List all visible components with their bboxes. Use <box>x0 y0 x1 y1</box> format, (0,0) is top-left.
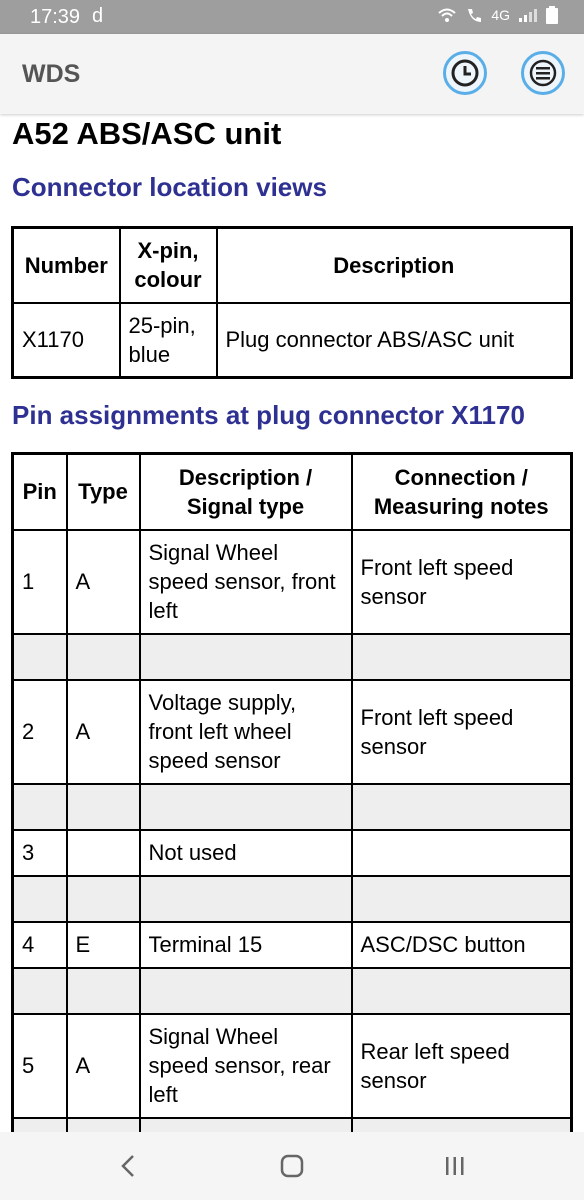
table-cell: 2 <box>11 678 68 785</box>
status-icons: 4G <box>437 6 558 24</box>
wifi-icon <box>438 8 456 22</box>
table-cell: Signal Wheel speed sensor, rear left <box>138 1012 353 1119</box>
back-icon <box>121 1155 134 1177</box>
clock-icon <box>451 59 479 87</box>
table-row: 1 A Signal Wheel speed sensor, front lef… <box>11 528 573 635</box>
table-cell: Not used <box>138 828 353 877</box>
table-row: X1170 25-pin, blue Plug connector ABS/AS… <box>11 301 573 379</box>
table-cell: A <box>65 528 141 635</box>
column-header: X-pin, colour <box>118 226 218 304</box>
status-time: 17:39 <box>30 6 81 28</box>
menu-button[interactable] <box>521 51 565 95</box>
table-cell: Rear left speed sensor <box>350 1012 573 1119</box>
history-button[interactable] <box>443 51 487 95</box>
table-cell: Plug connector ABS/ASC unit <box>215 301 573 379</box>
table-cell: ASC/DSC button <box>350 920 573 969</box>
section-heading-pin-assignments: Pin assignments at plug connector X1170 <box>12 400 525 430</box>
table-row: 4 E Terminal 15 ASC/DSC button <box>11 920 573 969</box>
navigation-bar <box>0 1132 584 1200</box>
pin-table: Pin Type Description / Signal type Conne… <box>11 452 573 1132</box>
call-icon <box>468 9 482 22</box>
content-area[interactable]: A52 ABS/ASC unit Connector location view… <box>0 114 584 1132</box>
table-header-row: Pin Type Description / Signal type Conne… <box>11 452 573 531</box>
home-button[interactable] <box>278 1150 306 1187</box>
app-title: WDS <box>22 60 81 88</box>
table-cell: A <box>65 1012 141 1119</box>
table-row: 3 Not used <box>11 828 573 877</box>
signal-icon <box>519 9 537 22</box>
hamburger-menu-icon <box>529 59 557 87</box>
app-bar: WDS <box>0 34 584 114</box>
table-cell: 25-pin, blue <box>118 301 218 379</box>
column-header: Connection / Measuring notes <box>350 452 573 531</box>
connector-table: Number X-pin, colour Description X1170 2… <box>11 226 573 379</box>
status-carrier: d <box>92 5 104 27</box>
table-cell: 1 <box>11 528 68 635</box>
table-cell: 5 <box>11 1012 68 1119</box>
column-header: Type <box>65 452 141 531</box>
column-header: Pin <box>11 452 68 531</box>
table-cell: 4 <box>11 920 68 969</box>
column-header: Number <box>11 226 121 304</box>
table-cell: Front left speed sensor <box>350 528 573 635</box>
table-cell: A <box>65 678 141 785</box>
home-icon <box>280 1154 304 1178</box>
table-cell <box>350 828 573 877</box>
recents-button[interactable] <box>441 1150 469 1187</box>
back-button[interactable] <box>115 1150 143 1187</box>
page-title: A52 ABS/ASC unit <box>12 116 282 151</box>
table-spacer-row <box>11 782 573 831</box>
table-spacer-row <box>11 632 573 681</box>
table-spacer-row <box>11 966 573 1015</box>
table-cell: E <box>65 920 141 969</box>
table-cell: 3 <box>11 828 68 877</box>
table-cell: Front left speed sensor <box>350 678 573 785</box>
battery-icon <box>546 6 558 24</box>
table-cell: Voltage supply, front left wheel speed s… <box>138 678 353 785</box>
table-row: 5 A Signal Wheel speed sensor, rear left… <box>11 1012 573 1119</box>
column-header: Description / Signal type <box>138 452 353 531</box>
table-row: 2 A Voltage supply, front left wheel spe… <box>11 678 573 785</box>
table-cell: X1170 <box>11 301 121 379</box>
section-heading-connector-views: Connector location views <box>12 172 327 202</box>
recents-icon <box>446 1157 464 1175</box>
status-bar: 17:39 d 4G <box>0 0 584 34</box>
network-type: 4G <box>491 7 510 23</box>
table-spacer-row <box>11 1116 573 1132</box>
column-header: Description <box>215 226 573 304</box>
table-header-row: Number X-pin, colour Description <box>11 226 573 304</box>
table-cell: Terminal 15 <box>138 920 353 969</box>
table-cell: Signal Wheel speed sensor, front left <box>138 528 353 635</box>
table-cell <box>65 828 141 877</box>
table-spacer-row <box>11 874 573 923</box>
